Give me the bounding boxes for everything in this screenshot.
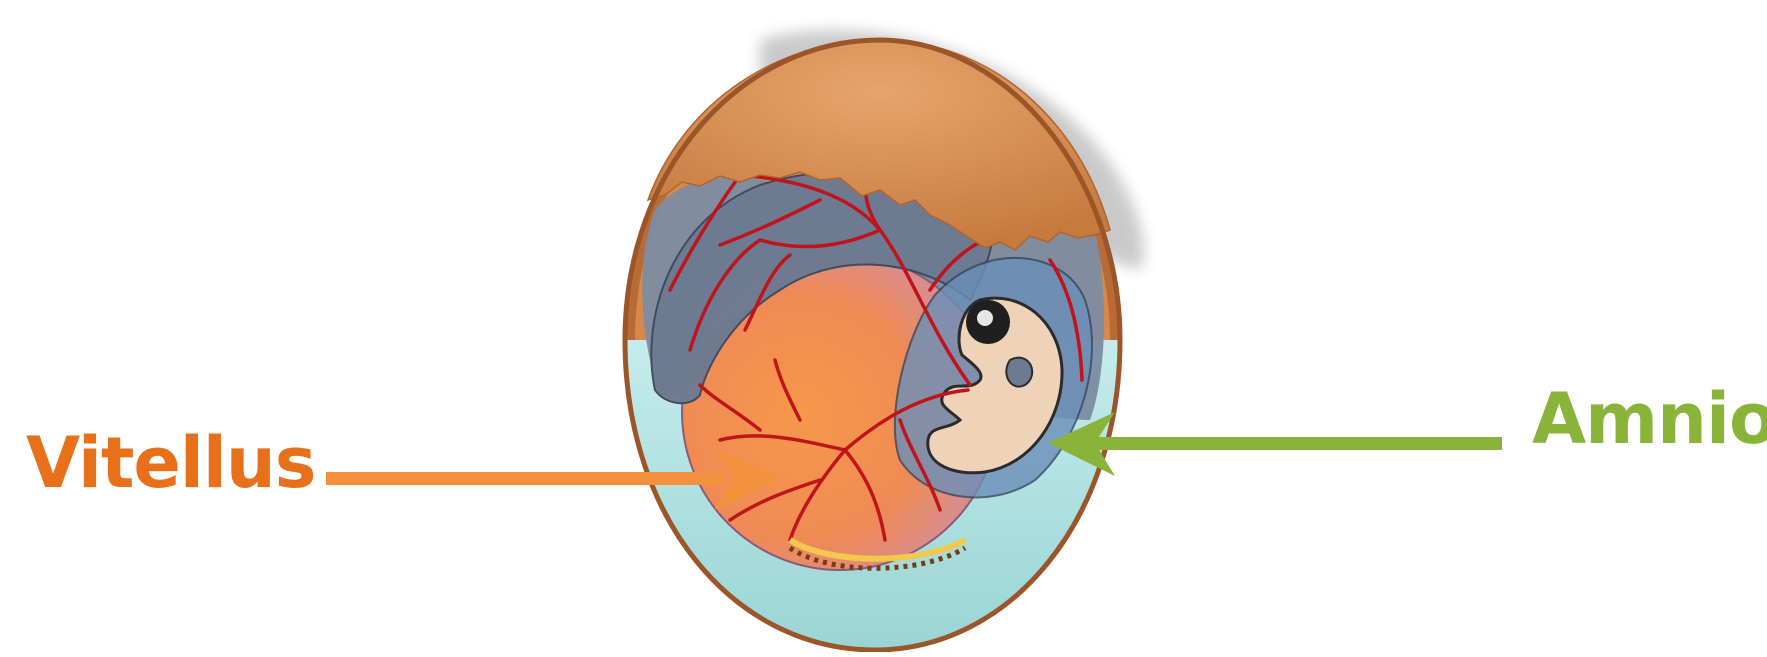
vitellus-label: Vitellus (26, 428, 315, 498)
amnio-label: Amnio (1532, 384, 1767, 454)
amnio-arrow-icon (1048, 412, 1502, 476)
